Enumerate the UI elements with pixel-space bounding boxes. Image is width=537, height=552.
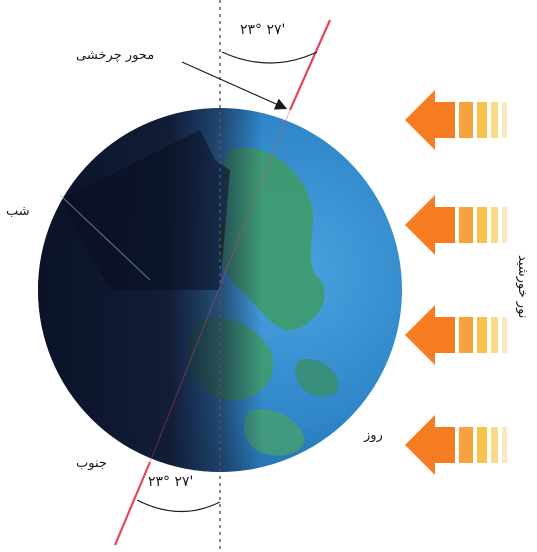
angle-label-top: ۲۳° ۲۷' xyxy=(240,22,285,38)
angle-label-bottom: ۲۳° ۲۷' xyxy=(148,474,193,490)
night-label: شب xyxy=(6,204,30,219)
sunlight-arrow-icon xyxy=(405,305,507,365)
earth-globe-icon xyxy=(30,100,430,480)
sunlight-arrow-icon xyxy=(405,415,507,475)
axis-label: محور چرخشی xyxy=(76,48,154,63)
south-label: جنوب xyxy=(76,456,107,471)
angle-arc-bottom xyxy=(137,500,220,512)
sunlight-arrow-icon xyxy=(405,195,507,255)
sunlight-label: نور خورشید xyxy=(515,255,530,318)
axis-label-pointer xyxy=(182,62,285,108)
sunlight-arrows xyxy=(405,90,507,475)
sunlight-arrow-icon xyxy=(405,90,507,150)
day-label: روز xyxy=(364,428,383,443)
rotation-axis-top xyxy=(290,20,330,110)
angle-arc-top xyxy=(222,52,317,63)
